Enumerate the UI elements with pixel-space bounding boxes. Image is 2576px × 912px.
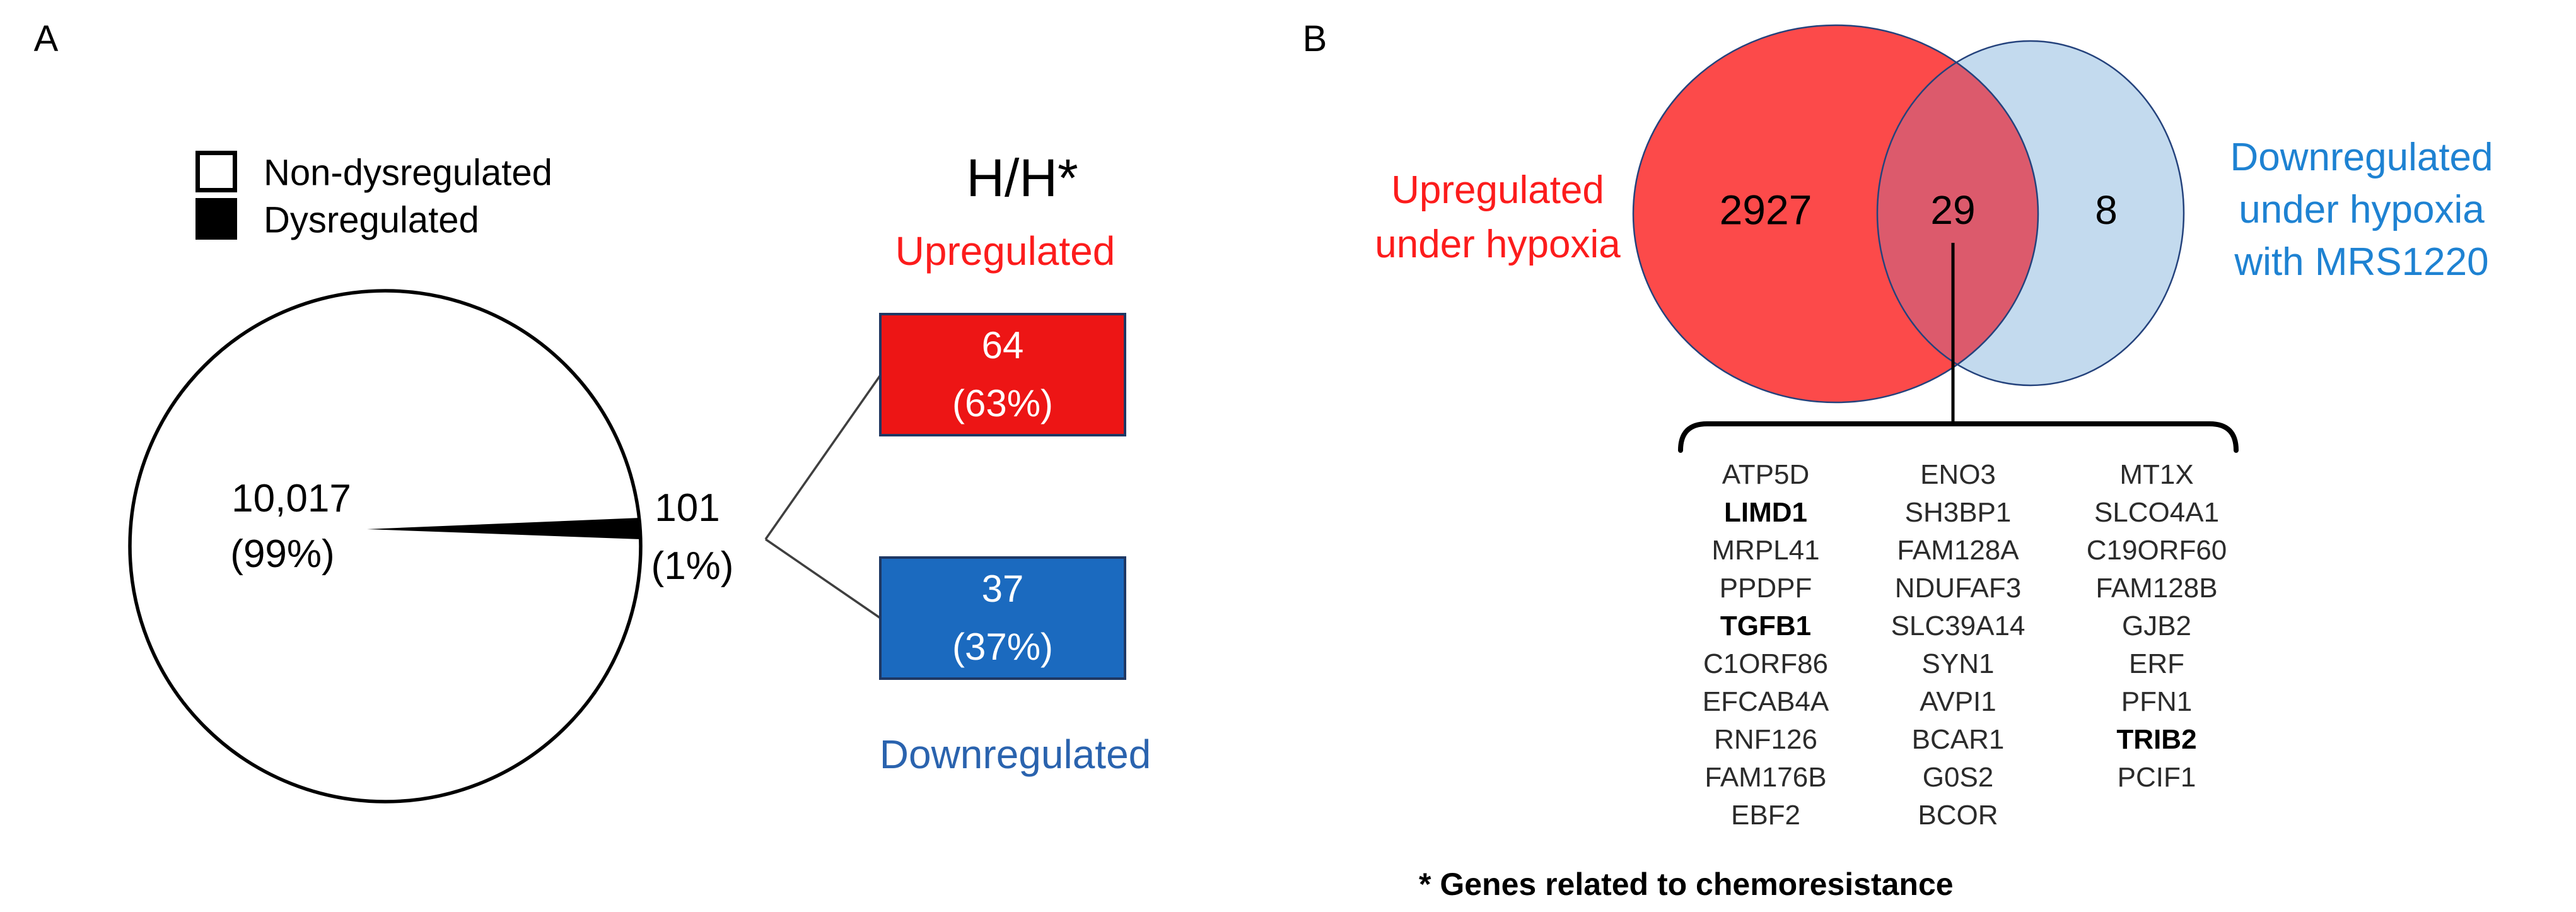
panel-b-label: B <box>1302 18 1327 60</box>
pie-pct-major: (99%) <box>230 532 335 576</box>
gene-item: ATP5D <box>1722 459 1810 490</box>
gene-item: PCIF1 <box>2117 762 2196 793</box>
hh-condition-title: H/H* <box>966 148 1078 208</box>
gene-item: SYN1 <box>1921 648 1995 679</box>
venn-left-label-line2: under hypoxia <box>1375 223 1621 266</box>
downregulated-count: 37 <box>981 568 1024 610</box>
gene-list-bracket <box>1678 421 2239 453</box>
gene-item: EFCAB4A <box>1702 686 1829 717</box>
gene-item: RNF126 <box>1714 724 1817 755</box>
gene-item: ENO3 <box>1920 459 1996 490</box>
gene-item-chemoresistance: TRIB2 <box>2116 724 2197 755</box>
venn-left-label-line1: Upregulated <box>1391 168 1604 212</box>
gene-item: BCAR1 <box>1911 724 2005 755</box>
gene-item-chemoresistance: TGFB1 <box>1720 611 1812 641</box>
legend-label-non-dysregulated: Non-dysregulated <box>264 152 552 194</box>
chemoresistance-footnote: * Genes related to chemoresistance <box>1419 867 1954 902</box>
venn-right-label-line2: under hypoxia <box>2239 188 2485 231</box>
connector-line-downregulated <box>765 538 881 619</box>
downregulated-label: Downregulated <box>879 731 1151 777</box>
gene-item: PPDPF <box>1719 573 1812 604</box>
gene-item: SLC39A14 <box>1891 611 2025 641</box>
gene-item: G0S2 <box>1922 762 1994 793</box>
pie-value-minor: 101 <box>655 486 720 530</box>
connector-line-upregulated <box>764 374 882 541</box>
upregulated-label: Upregulated <box>895 228 1116 274</box>
venn-right-label-line1: Downregulated <box>2230 136 2493 179</box>
gene-item: SH3BP1 <box>1904 497 2012 528</box>
venn-circle-downregulated-outline <box>1876 40 2185 387</box>
gene-item: GJB2 <box>2121 611 2192 641</box>
pie-value-major: 10,017 <box>231 476 351 520</box>
venn-left-count: 2927 <box>1719 186 1812 233</box>
gene-item: SLCO4A1 <box>2094 497 2220 528</box>
gene-item: C1ORF86 <box>1703 648 1829 679</box>
legend-swatch-dysregulated <box>195 198 237 240</box>
gene-item: MRPL41 <box>1711 535 1820 566</box>
gene-item: C19ORF60 <box>2086 535 2227 566</box>
legend-label-dysregulated: Dysregulated <box>264 199 479 241</box>
gene-item: AVPI1 <box>1920 686 1996 717</box>
downregulated-pct: (37%) <box>952 626 1054 668</box>
upregulated-count: 64 <box>981 324 1024 366</box>
venn-right-count: 8 <box>2095 187 2118 233</box>
gene-list-column-2: ENO3 SH3BP1 FAM128A NDUFAF3 SLC39A14 SYN… <box>1891 456 2025 834</box>
legend-swatch-non-dysregulated <box>195 151 237 192</box>
venn-right-label-line3: with MRS1220 <box>2234 240 2489 284</box>
venn-overlap-region <box>1877 41 2038 385</box>
venn-circle-upregulated-outline <box>1632 24 2039 404</box>
pie-pct-minor: (1%) <box>651 544 734 588</box>
gene-item: FAM176B <box>1705 762 1827 793</box>
panel-a-label: A <box>33 18 59 60</box>
upregulated-pct: (63%) <box>952 382 1054 424</box>
gene-item-chemoresistance: LIMD1 <box>1723 497 1807 528</box>
gene-list-column-1: ATP5D LIMD1 MRPL41 PPDPF TGFB1 C1ORF86 E… <box>1703 456 1829 834</box>
gene-list-column-3: MT1X SLCO4A1 C19ORF60 FAM128B GJB2 ERF P… <box>2087 456 2227 797</box>
gene-item: NDUFAF3 <box>1894 573 2022 604</box>
gene-item: BCOR <box>1918 800 1998 831</box>
venn-overlap-count: 29 <box>1930 187 1976 233</box>
gene-item: PFN1 <box>2121 686 2193 717</box>
gene-item: MT1X <box>2119 459 2194 490</box>
downregulated-count-box: 37 (37%) <box>879 556 1126 680</box>
gene-item: EBF2 <box>1730 800 1801 831</box>
gene-item: ERF <box>2128 648 2184 679</box>
pie-wedge-dysregulated <box>367 518 641 539</box>
pie-circle-non-dysregulated <box>128 289 643 804</box>
gene-item: FAM128B <box>2095 573 2218 604</box>
upregulated-count-box: 64 (63%) <box>879 313 1126 436</box>
gene-item: FAM128A <box>1897 535 2019 566</box>
